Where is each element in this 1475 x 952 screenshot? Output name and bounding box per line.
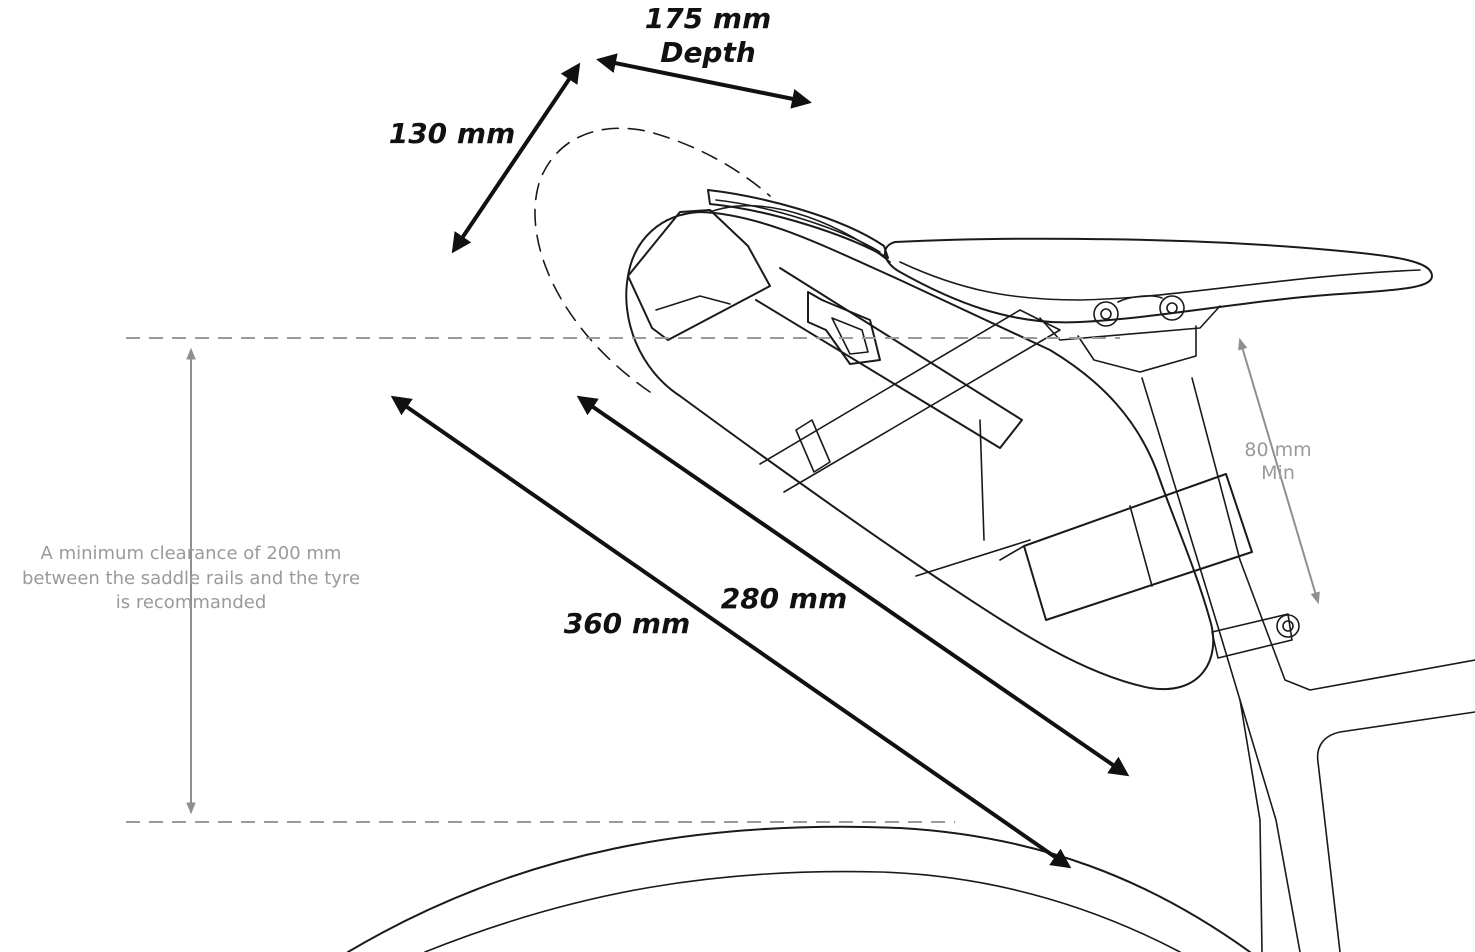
overall-length-arrow xyxy=(390,395,1072,869)
overall-length-label: 360 mm xyxy=(564,607,691,640)
depth-value-label: 175 mm xyxy=(645,2,772,35)
height-arrow xyxy=(451,62,581,254)
seatpost-min-arrow xyxy=(1238,337,1320,605)
bike-frame xyxy=(1141,377,1475,952)
depth-arrow xyxy=(596,53,812,109)
rear-tyre xyxy=(347,825,1251,952)
depth-word-label: Depth xyxy=(660,36,756,69)
clearance-note-line2: between the saddle rails and the tyre xyxy=(22,568,360,589)
saddle xyxy=(884,237,1433,373)
expanded-bag-outline xyxy=(534,127,771,393)
seatpost-min-value: 80 mm xyxy=(1244,439,1311,461)
clearance-note-line1: A minimum clearance of 200 mm xyxy=(41,543,342,564)
bag-length-label: 280 mm xyxy=(721,582,848,615)
clearance-note-line3: is recommanded xyxy=(116,592,267,613)
height-label: 130 mm xyxy=(389,117,516,150)
seatpost-min-word: Min xyxy=(1261,462,1295,484)
